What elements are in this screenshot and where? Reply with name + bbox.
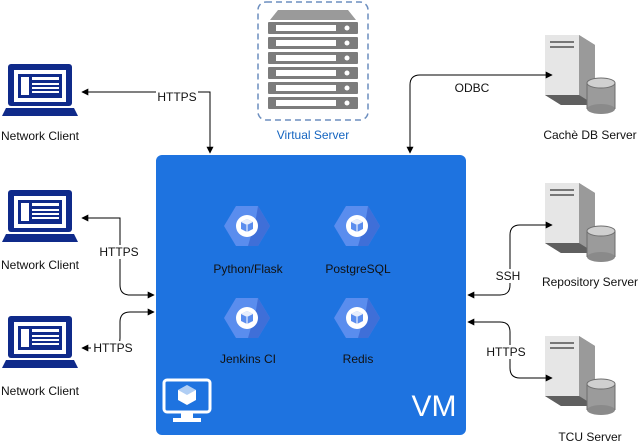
laptop-icon	[2, 316, 78, 368]
server-label: Repository Server	[542, 275, 638, 289]
cache-db-server: Cachè DB Server	[543, 34, 637, 142]
service-label: Redis	[343, 352, 374, 366]
laptop-icon	[2, 64, 78, 116]
client-label: Network Client	[1, 129, 80, 143]
connector-client1-vm	[81, 88, 214, 154]
network-client-2: Network Client	[1, 190, 80, 272]
service-postgresql: PostgreSQL	[325, 205, 391, 276]
service-redis: Redis	[333, 297, 381, 366]
vm-label: VM	[412, 390, 457, 423]
database-server-icon	[544, 182, 616, 263]
server-rack-icon	[268, 10, 358, 109]
service-jenkins-ci: Jenkins CI	[220, 297, 276, 366]
service-label: Jenkins CI	[220, 352, 276, 366]
connection-label: HTTPS	[486, 345, 525, 359]
client-label: Network Client	[1, 258, 80, 272]
connection-label: SSH	[496, 269, 521, 283]
virtual-server: Virtual Server	[257, 1, 369, 142]
database-server-icon	[544, 34, 616, 115]
connection-label: HTTPS	[99, 245, 138, 259]
database-server-icon	[544, 335, 616, 416]
connector-labels: HTTPS HTTPS HTTPS ODBC SSH HTTPS	[91, 81, 529, 359]
tcu-server: TCU Server	[544, 335, 622, 444]
client-label: Network Client	[1, 384, 80, 398]
connection-label: ODBC	[455, 81, 490, 95]
connector-vm-cachedb	[406, 71, 553, 154]
virtual-server-label: Virtual Server	[277, 128, 349, 142]
connection-label: HTTPS	[157, 90, 196, 104]
connection-label: HTTPS	[93, 341, 132, 355]
service-label: PostgreSQL	[325, 262, 391, 276]
monitor-cube-icon	[162, 378, 212, 422]
server-label: TCU Server	[558, 430, 621, 444]
network-client-3: Network Client	[1, 316, 80, 398]
server-label: Cachè DB Server	[543, 128, 636, 142]
vm-box: VM	[156, 155, 466, 435]
connector-vm-repository	[467, 221, 553, 299]
connector-client2-vm	[81, 214, 155, 299]
network-client-1: Network Client	[1, 64, 80, 143]
service-label: Python/Flask	[213, 262, 283, 276]
repository-server: Repository Server	[542, 182, 638, 289]
connectors	[81, 71, 553, 382]
laptop-icon	[2, 190, 78, 242]
service-python-flask: Python/Flask	[213, 205, 284, 276]
